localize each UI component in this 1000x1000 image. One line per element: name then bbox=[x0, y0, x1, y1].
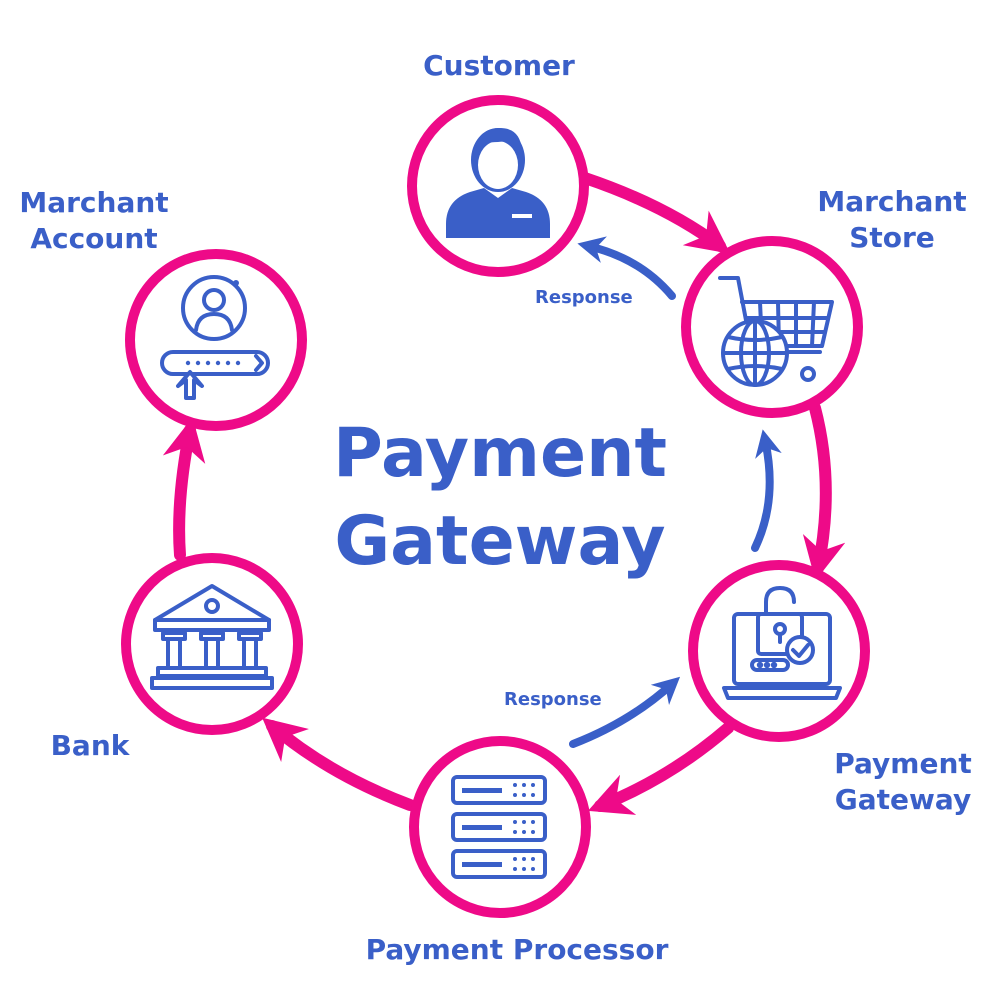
payment-gateway-label-line1: Payment bbox=[834, 747, 972, 780]
marchant-account-label-line2: Account bbox=[30, 222, 158, 255]
payment-processor-label-text: Payment Processor bbox=[365, 933, 669, 966]
customer-label-text: Customer bbox=[423, 49, 575, 82]
response-label-top: Response bbox=[535, 287, 633, 308]
marchant-account-label-line1: Marchant bbox=[19, 186, 169, 219]
laptop-lock-icon bbox=[722, 586, 842, 700]
customer-label: Customer bbox=[399, 48, 599, 84]
diagram-title-line1: Payment bbox=[332, 414, 668, 493]
server-rack-icon bbox=[451, 775, 547, 879]
marchant-store-label: Marchant Store bbox=[802, 184, 982, 256]
bank-label: Bank bbox=[30, 728, 150, 764]
payment-processor-label: Payment Processor bbox=[337, 932, 697, 968]
arrow-processor-to-bank bbox=[262, 717, 416, 811]
response-label-bottom: Response bbox=[504, 689, 602, 710]
arrow-bank-to-account bbox=[162, 417, 206, 561]
arrow-customer-to-store bbox=[579, 172, 731, 254]
marchant-store-label-line2: Store bbox=[849, 221, 935, 254]
payment-gateway-label: Payment Gateway bbox=[818, 746, 988, 818]
arrow-gateway-to-processor bbox=[587, 722, 734, 815]
flow-arrows bbox=[162, 172, 846, 815]
payment-gateway-label-line2: Gateway bbox=[834, 783, 972, 816]
marchant-store-label-line1: Marchant bbox=[817, 185, 967, 218]
response-arrows bbox=[569, 236, 782, 748]
response-arrow-gateway-to-store bbox=[751, 429, 782, 552]
diagram-title-line2: Gateway bbox=[334, 502, 666, 581]
bank-building-icon bbox=[150, 584, 274, 690]
diagram-title: Payment Gateway bbox=[250, 410, 750, 586]
account-login-icon bbox=[160, 275, 270, 400]
arrow-store-to-gateway bbox=[802, 402, 846, 581]
shopping-cart-globe-icon bbox=[718, 276, 834, 387]
response-arrow-processor-to-gateway bbox=[569, 676, 681, 748]
marchant-account-label: Marchant Account bbox=[4, 185, 184, 257]
bank-label-text: Bank bbox=[50, 729, 130, 762]
user-icon bbox=[446, 128, 550, 238]
response-arrow-store-to-customer bbox=[577, 236, 676, 300]
